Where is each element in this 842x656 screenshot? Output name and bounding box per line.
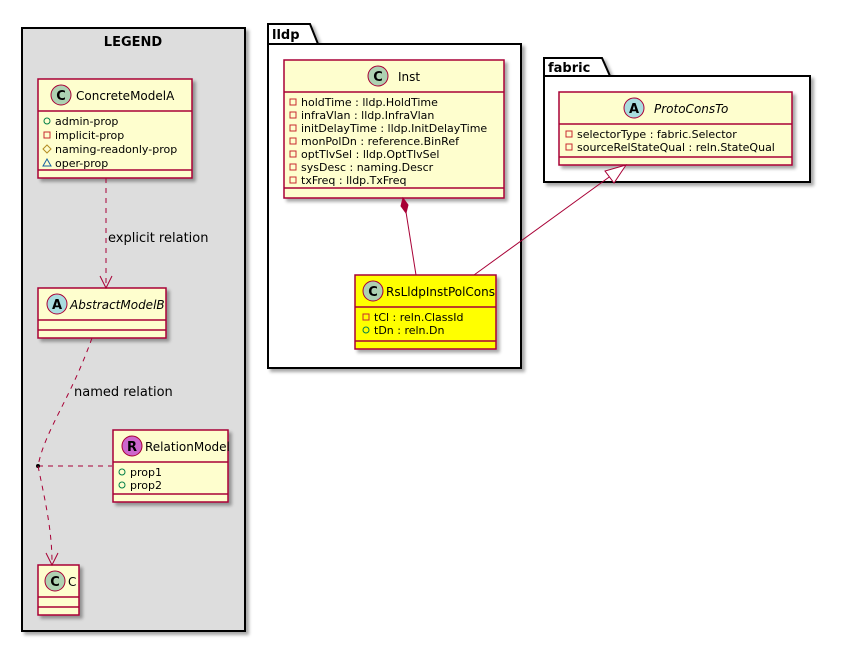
attribute-row: infraVlan : lldp.InfraVlan: [301, 109, 434, 122]
class-c[interactable]: C C: [37, 564, 80, 616]
named-relation-line: [36, 337, 112, 567]
attribute-row: implicit-prop: [55, 129, 124, 142]
explicit-relation-arrow: [99, 178, 113, 290]
stereotype-c-icon: C: [368, 285, 378, 300]
attribute-row: initDelayTime : lldp.InitDelayTime: [301, 122, 487, 135]
protected-visibility-icon: [42, 144, 52, 154]
attribute-row: sourceRelStateQual : reln.StateQual: [577, 141, 775, 154]
class-name: Inst: [398, 70, 420, 84]
class-name: RelationModel: [145, 440, 230, 454]
private-visibility-icon: [565, 143, 573, 151]
fabric-package-title: fabric: [548, 61, 590, 76]
private-visibility-icon: [565, 130, 573, 138]
attribute-row: holdTime : lldp.HoldTime: [301, 96, 438, 109]
class-name: ProtoConsTo: [654, 102, 728, 116]
attribute-row: oper-prop: [55, 157, 108, 170]
explicit-relation-label: explicit relation: [108, 231, 208, 246]
private-visibility-icon: [362, 313, 370, 321]
class-name: RsLldpInstPolCons: [386, 285, 495, 299]
private-visibility-icon: [289, 163, 297, 171]
class-name: ConcreteModelA: [76, 89, 175, 103]
private-visibility-icon: [43, 131, 51, 139]
attribute-row: prop2: [130, 479, 162, 492]
private-visibility-icon: [289, 124, 297, 132]
stereotype-a-icon: A: [629, 102, 639, 117]
attribute-row: optTlvSel : lldp.OptTlvSel: [301, 148, 439, 161]
private-visibility-icon: [289, 98, 297, 106]
stereotype-c-icon: C: [373, 70, 383, 85]
class-abstract-model-b[interactable]: A AbstractModelB: [37, 287, 167, 339]
attribute-row: prop1: [130, 466, 162, 479]
class-proto-cons-to[interactable]: A ProtoConsTo selectorType : fabric.Sele…: [558, 91, 793, 166]
public-visibility-icon: [43, 117, 51, 125]
inheritance-relation: [473, 164, 628, 276]
public-visibility-icon: [118, 468, 126, 476]
class-rs-lldp-inst-pol-cons[interactable]: C RsLldpInstPolCons tCl : reln.ClassIdtD…: [354, 274, 497, 350]
stereotype-c-icon: C: [50, 575, 60, 590]
stereotype-r-icon: R: [127, 440, 137, 455]
stereotype-a-icon: A: [52, 298, 62, 313]
private-visibility-icon: [289, 137, 297, 145]
class-concrete-model-a[interactable]: C ConcreteModelA admin-propimplicit-prop…: [37, 78, 193, 179]
attribute-list: selectorType : fabric.SelectorsourceRelS…: [565, 128, 775, 154]
private-visibility-icon: [289, 111, 297, 119]
composition-relation: [400, 196, 417, 276]
class-name: AbstractModelB: [69, 298, 165, 312]
public-visibility-icon: [362, 326, 370, 334]
private-visibility-icon: [289, 176, 297, 184]
attribute-row: selectorType : fabric.Selector: [577, 128, 737, 141]
package-visibility-icon: [42, 157, 52, 167]
private-visibility-icon: [289, 150, 297, 158]
lldp-package-title: lldp: [272, 28, 300, 43]
attribute-row: admin-prop: [55, 115, 118, 128]
named-relation-label: named relation: [74, 385, 173, 400]
attribute-row: monPolDn : reference.BinRef: [301, 135, 460, 148]
stereotype-c-icon: C: [56, 89, 66, 104]
attribute-list: admin-propimplicit-propnaming-readonly-p…: [42, 115, 177, 170]
class-inst[interactable]: C Inst holdTime : lldp.HoldTimeinfraVlan…: [283, 59, 505, 199]
attribute-row: tCl : reln.ClassId: [374, 311, 464, 324]
public-visibility-icon: [118, 481, 126, 489]
attribute-row: naming-readonly-prop: [55, 143, 177, 156]
attribute-row: sysDesc : naming.Descr: [301, 161, 434, 174]
attribute-row: txFreq : lldp.TxFreq: [301, 174, 406, 187]
legend-title: LEGEND: [104, 35, 163, 50]
class-name: C: [68, 575, 76, 589]
attribute-row: tDn : reln.Dn: [374, 324, 444, 337]
